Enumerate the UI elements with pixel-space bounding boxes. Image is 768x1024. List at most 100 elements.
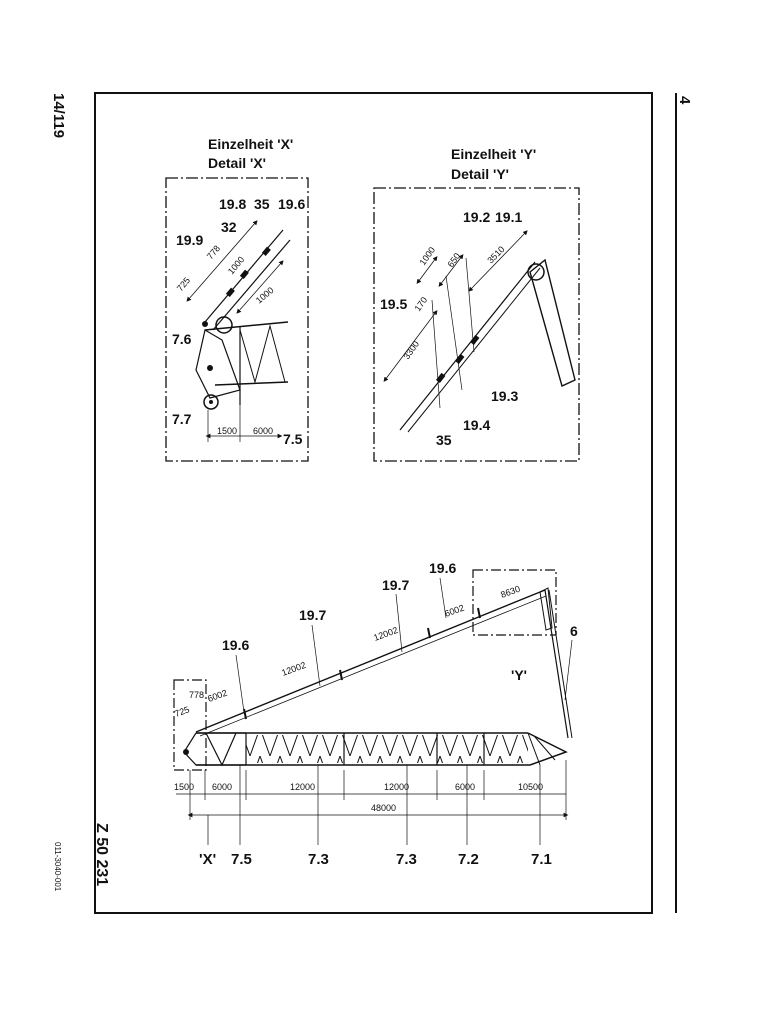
tie-joint <box>427 627 431 639</box>
tie-link-marker <box>261 246 271 256</box>
leader-line <box>235 654 245 713</box>
label-32: 32 <box>221 219 237 235</box>
tie-link-marker <box>469 334 480 345</box>
detail-x-reference-box <box>173 679 207 771</box>
dim-778: 778 <box>189 690 204 700</box>
main-boom-view: 19.6 19.7 19.7 19.6 6 'Y' 778 725 6002 1… <box>173 560 578 868</box>
label-19-1: 19.1 <box>495 209 522 225</box>
chapter-number: 4 <box>676 96 693 105</box>
label-7-5: 7.5 <box>231 851 252 868</box>
label-19-6: 19.6 <box>222 637 249 653</box>
label-7-3: 7.3 <box>308 851 329 868</box>
dim-6000: 6000 <box>253 426 273 436</box>
boom-root <box>183 732 246 767</box>
dim-6002: 6002 <box>443 603 465 619</box>
dim-8630: 8630 <box>499 584 521 600</box>
detail-y-tie <box>399 261 536 431</box>
dim-1500: 1500 <box>217 426 237 436</box>
label-19-2: 19.2 <box>463 209 490 225</box>
detail-x-pivot-frame <box>195 329 241 399</box>
detail-x-boom-lattice <box>239 324 286 384</box>
detail-x-frame <box>165 177 309 462</box>
detail-y-dim <box>383 310 438 382</box>
dim-3510: 3510 <box>485 244 506 265</box>
hoist-pendant <box>544 589 569 739</box>
page-number: 14/119 <box>50 93 67 138</box>
detail-y-dim <box>468 230 528 292</box>
dim-6000: 6000 <box>455 782 475 792</box>
main-tie-rod <box>195 589 546 733</box>
dim-48000: 48000 <box>371 803 396 813</box>
detail-x: Einzelheit 'X' Detail 'X' 19.8 35 19.6 3… <box>165 136 309 462</box>
detail-y-title-en: Detail 'Y' <box>451 166 509 182</box>
dim-778: 778 <box>205 243 222 261</box>
label-35: 35 <box>436 432 452 448</box>
label-7-5: 7.5 <box>283 431 303 447</box>
dim-6000: 6000 <box>212 782 232 792</box>
tie-link-marker <box>435 372 446 383</box>
label-7-1: 7.1 <box>531 851 552 868</box>
dim-1500: 1500 <box>174 782 194 792</box>
pin-icon <box>207 365 213 371</box>
dim-170: 170 <box>412 295 429 313</box>
leader-line <box>395 593 403 653</box>
dim-725: 725 <box>175 275 192 293</box>
sheave-icon <box>215 316 233 334</box>
detail-x-title-de: Einzelheit 'X' <box>208 136 293 152</box>
dim-12000: 12000 <box>290 782 315 792</box>
label-19-6: 19.6 <box>278 196 305 212</box>
sheet-frame <box>94 92 653 914</box>
tie-head <box>539 587 553 631</box>
detail-y-reference-box <box>472 569 557 636</box>
leader-line <box>311 624 321 687</box>
dim-725: 725 <box>173 704 191 719</box>
label-19-5: 19.5 <box>380 296 407 312</box>
label-7-7: 7.7 <box>172 411 192 427</box>
tie-link-marker <box>454 353 465 364</box>
ext-line <box>431 299 441 409</box>
dim-10500: 10500 <box>518 782 543 792</box>
label-6: 6 <box>570 623 578 639</box>
label-19-7: 19.7 <box>299 607 326 623</box>
detail-x-boom-top <box>204 321 289 331</box>
label-35: 35 <box>254 196 270 212</box>
detail-y-boom-head <box>529 258 576 387</box>
tie-joint <box>243 708 247 720</box>
label-7-6: 7.6 <box>172 331 192 347</box>
dim-12002: 12002 <box>280 660 307 678</box>
label-19-7: 19.7 <box>382 577 409 593</box>
tie-joint <box>477 607 481 619</box>
detail-y-dim <box>438 254 464 287</box>
boom-tip-bracing <box>527 732 556 766</box>
hoist-pendant-2 <box>548 589 573 739</box>
dim-3300: 3300 <box>401 339 421 361</box>
label-19-3: 19.3 <box>491 388 518 404</box>
boom-lattice <box>246 735 528 763</box>
detail-x-title-en: Detail 'X' <box>208 155 266 171</box>
detail-y-title-de: Einzelheit 'Y' <box>451 146 536 162</box>
label-y-reference: 'Y' <box>511 667 527 683</box>
detail-x-boom-bottom <box>214 381 289 386</box>
dim-12002: 12002 <box>372 625 399 643</box>
label-19-9: 19.9 <box>176 232 203 248</box>
dim-12000: 12000 <box>384 782 409 792</box>
detail-y: Einzelheit 'Y' Detail 'Y' 19.2 19.1 19.5… <box>373 146 580 462</box>
dim-1000: 1000 <box>254 285 276 306</box>
dim-650: 650 <box>445 251 462 269</box>
label-7-2: 7.2 <box>458 851 479 868</box>
sheave-icon <box>527 263 545 281</box>
label-7-3: 7.3 <box>396 851 417 868</box>
tie-link-marker <box>225 287 235 297</box>
detail-y-dim <box>416 256 438 284</box>
boom-tip <box>527 732 568 766</box>
drawing-number: Z 50 231 <box>93 823 110 886</box>
dim-1000: 1000 <box>417 245 437 267</box>
leader-line <box>564 639 573 701</box>
detail-y-frame <box>373 187 580 462</box>
label-x-reference: 'X' <box>199 851 216 868</box>
pin-icon <box>202 321 208 327</box>
document-code: 011-3040-001 <box>53 842 62 892</box>
ext-line <box>465 257 475 353</box>
sheave-icon <box>203 394 219 410</box>
